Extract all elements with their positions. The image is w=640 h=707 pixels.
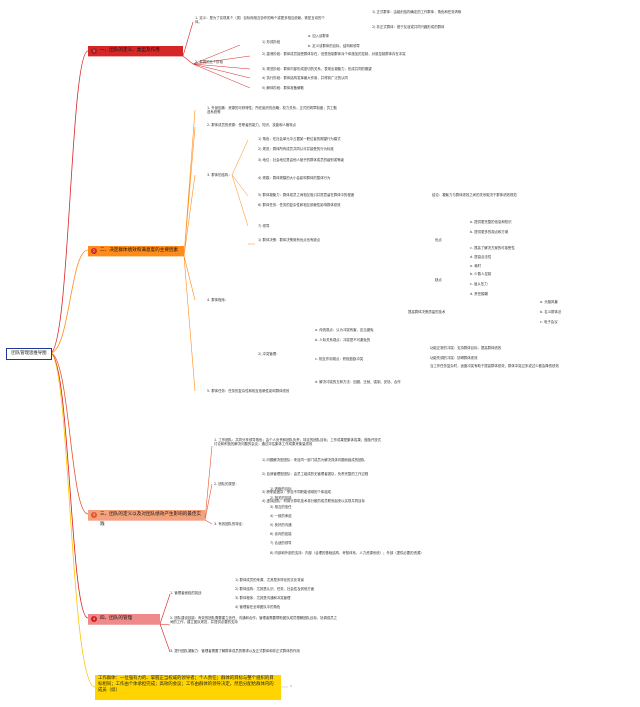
category-label: 一、团队的定义、类型及作用 — [100, 48, 160, 53]
node-conflict[interactable]: 2) 冲突管理： — [258, 352, 280, 356]
node-stages[interactable]: 2. 发展的五个阶段 — [195, 60, 224, 64]
node-group-tasks-5[interactable]: 5. 群体任务：任务的复杂性和相互依赖性影响群体绩效 — [207, 389, 290, 393]
category-node-4[interactable]: 4 四、团队的管理 — [88, 614, 160, 624]
category-node-3[interactable]: 3 三、团队的定义以及对团队绩效产生影响的最佳实践 — [88, 510, 205, 527]
node-group-process[interactable]: 4. 群体程序： — [207, 298, 229, 302]
node-trait-3[interactable]: 3) 相互的信任 — [270, 505, 292, 509]
node-con-a[interactable]: a. 耗时 — [470, 264, 482, 268]
node-trait-1[interactable]: 1) 清晰的目标 — [270, 487, 292, 491]
node-con-b[interactable]: b. 少数人控制 — [470, 272, 492, 276]
node-adjourning[interactable]: 5) 解体阶段：群体准备解散 — [262, 86, 304, 90]
node-trait-8[interactable]: 8) 内部和外部的支持：内部（合理的基础结构、考核体系、人力资源系统）；外部（提… — [270, 551, 424, 555]
node-cohesion[interactable]: 5) 群体凝聚力：群体成员之间相互吸引并愿意留在群体中的程度 — [258, 193, 355, 197]
node-norming[interactable]: 3) 规范阶段：群体内部形成密切的关系，表现出凝聚力，形成共同的期望 — [262, 67, 372, 71]
node-pro-a[interactable]: a. 提供更完整的信息和知识 — [470, 220, 512, 224]
number-badge: 3 — [91, 512, 97, 518]
node-trait-5[interactable]: 5) 良好的沟通 — [270, 523, 292, 527]
node-conflict-c2[interactable]: 功能失调的冲突：妨碍群体绩效 — [430, 356, 478, 360]
node-team-type-2[interactable]: 2) 自我管理型团队：由员工组成的无管理者团队，负责完整的工作过程 — [262, 472, 369, 476]
node-norms[interactable]: 2) 规范：群体所有成员共同认可并接受的行为标准 — [258, 147, 334, 151]
node-work-team[interactable]: 1. 工作团队：共同分享领导角色；由个人负责和团队负责；特定的团队目标；工作成果… — [214, 438, 382, 447]
number-badge: 1 — [91, 48, 97, 54]
node-trait-4[interactable]: 4) 一致的承诺 — [270, 514, 292, 518]
node-trait-6[interactable]: 6) 谈判的技能 — [270, 532, 292, 536]
category-label: 四、团队的管理 — [100, 616, 133, 621]
node-member-resources[interactable]: 2. 群体成员的资源：任职者的能力、知识、技能和人格特点 — [207, 123, 297, 127]
node-effective-team[interactable]: 3. 有效团队的特征： — [214, 522, 246, 526]
node-conflict-c3[interactable]: 当工作任务复杂时，适度冲突有助于提高群体绩效，群体冲突过多或过少都会降低绩效 — [430, 364, 559, 368]
node-con-c[interactable]: c. 屈从压力 — [470, 282, 488, 286]
node-trait-2[interactable]: 2) 相关的技能 — [270, 496, 292, 500]
category-label: 二、决定群体绩效和满意度的主要因素 — [100, 248, 179, 253]
node-con-d[interactable]: d. 责任模糊 — [470, 292, 488, 296]
node-forming-b[interactable]: b. 定义该群体的目标、结构和领导 — [308, 44, 360, 48]
node-performing[interactable]: 4) 执行阶段：群体结构发挥最大作用，并得到广泛的认同 — [262, 76, 348, 80]
node-conflict-c1[interactable]: 功能正常的冲突：支持群体目标，提高群体绩效 — [430, 346, 502, 350]
category-label: 三、团队的定义以及对团队绩效产生影响的最佳实践 — [100, 512, 202, 527]
node-challenge-1[interactable]: 1) 群体成员的来源、尤其是多样化的文化背景 — [235, 578, 304, 582]
node-pros[interactable]: 优点 — [435, 238, 442, 242]
category-node-2[interactable]: 2 二、决定群体绩效和满意度的主要因素 — [88, 246, 184, 256]
category-node-1[interactable]: 1 一、团队的定义、类型及作用 — [88, 46, 183, 56]
node-pro-d[interactable]: d. 提高合法性 — [470, 255, 492, 259]
node-cohesion-note[interactable]: 结论：凝聚力与群体绩效之间的关系取决于群体绩效规范 — [432, 193, 517, 197]
number-badge: 4 — [91, 616, 97, 622]
node-team-type-3[interactable]: 3) 跨职能团队：来自不同职能领域的个体组成 — [262, 490, 331, 494]
node-leadership[interactable]: 7) 领导 — [258, 224, 270, 228]
node-definition[interactable]: 1. 定义：是为了实现某个（类）目标而相互协作的两个或更多相互依赖、紧密互动的个… — [195, 16, 325, 25]
node-challenge-4[interactable]: 4) 管理者在全球团队中的角色 — [235, 605, 281, 609]
node-cons[interactable]: 缺点 — [435, 278, 442, 282]
node-team-types[interactable]: 2. 团队的类型： — [214, 482, 239, 486]
node-conflict-a[interactable]: a. 传统观点：认为冲突有害，应当避免 — [315, 328, 374, 332]
note-marker: x — [290, 684, 293, 688]
node-tech-c[interactable]: c. 电子会议 — [540, 320, 558, 324]
node-challenge-3[interactable]: 3) 群体程序，尤其是沟通和冲突管理 — [235, 596, 291, 600]
node-roles[interactable]: 1) 角色：在社会单元中占据某一职位者的期望行为模式 — [258, 137, 341, 141]
node-conflict-b[interactable]: b. 人际关系观点：冲突是不可避免的 — [315, 338, 371, 342]
node-conflict-d[interactable]: d. 解决冲突的五种方法：回避、迁就、强制、妥协、合作 — [315, 380, 401, 384]
node-forming-a[interactable]: a. 加入该群体 — [308, 34, 330, 38]
node-team-building[interactable]: 2. 团队建设技能：有效的团队需要建立信任、沟通和合作；管理者需要帮助团队成员理… — [170, 616, 338, 625]
node-forming[interactable]: 1) 形成阶段 — [262, 40, 281, 44]
node-team-type-4[interactable]: 4) 虚拟团队：利用计算机技术将分散的成员联系起来以实现共同目标 — [262, 499, 365, 503]
root-node[interactable]: 团队管理思维导图 — [6, 348, 52, 360]
node-trait-7[interactable]: 7) 合适的领导 — [270, 541, 292, 545]
node-group-decision[interactable]: 1) 群体决策：群体决策既有优点也有缺点 — [258, 238, 321, 242]
node-conflict-c[interactable]: c. 相互作用观点：积极鼓励冲突 — [315, 357, 364, 361]
node-challenge-2[interactable]: 2) 群体结构：尤其是认识、任务、社会性及其他方面 — [235, 587, 315, 591]
node-tech-a[interactable]: a. 头脑风暴 — [540, 300, 558, 304]
node-external-factors[interactable]: 1. 外部因素：资源的可获得性；所在组织的战略；权力关系；正式的规章制度；员工甄… — [207, 106, 337, 115]
node-storming[interactable]: 2) 震荡阶段：群体成员接受群体存在，但是抵制群体对个体施加的控制，对谁控制群体… — [262, 52, 406, 56]
node-formal-group[interactable]: 1) 正式群体：由组织结构确定的工作群体，角色和任务清晰 — [372, 10, 462, 14]
highlight-note[interactable]: 工作群体：一位强有力的、掌握正当权威的领导者；个人责任；群体的目标与整个组织的目… — [95, 675, 281, 700]
node-size[interactable]: 4) 规模：群体规模的大小会影响群体的整体行为 — [258, 176, 331, 180]
node-decision-techniques[interactable]: 提高群体决策质量的技术 — [408, 310, 446, 314]
node-tech-b[interactable]: b. 名义群体法 — [540, 310, 562, 314]
node-group-tasks[interactable]: 6) 群体任务：任务的复杂性和相互依赖性影响群体绩效 — [258, 203, 341, 207]
node-manager-challenges[interactable]: 1. 管理者面临的挑战 — [170, 591, 202, 595]
node-group-structure[interactable]: 3. 群体的结构： — [207, 173, 232, 177]
node-pro-c[interactable]: c. 提高了解决方案的可接受性 — [470, 246, 515, 250]
node-team-type-1[interactable]: 1) 问题解决型团队：来自同一部门成员为解决具体问题而组成的团队 — [262, 458, 365, 462]
number-badge: 2 — [91, 248, 97, 254]
node-team-cohesion[interactable]: 3. 提升团队凝聚力：管理者需要了解群体成员的需求以及正式群体和非正式群体的作用 — [170, 649, 300, 653]
node-pro-b[interactable]: b. 提供更多的观点和方案 — [470, 230, 509, 234]
node-status[interactable]: 3) 地位：社会地位是由他人赋予的群体成员的级别或等级 — [258, 158, 344, 162]
node-informal-group[interactable]: 2) 非正式群体：基于友谊或共同兴趣形成的群体 — [372, 25, 445, 29]
